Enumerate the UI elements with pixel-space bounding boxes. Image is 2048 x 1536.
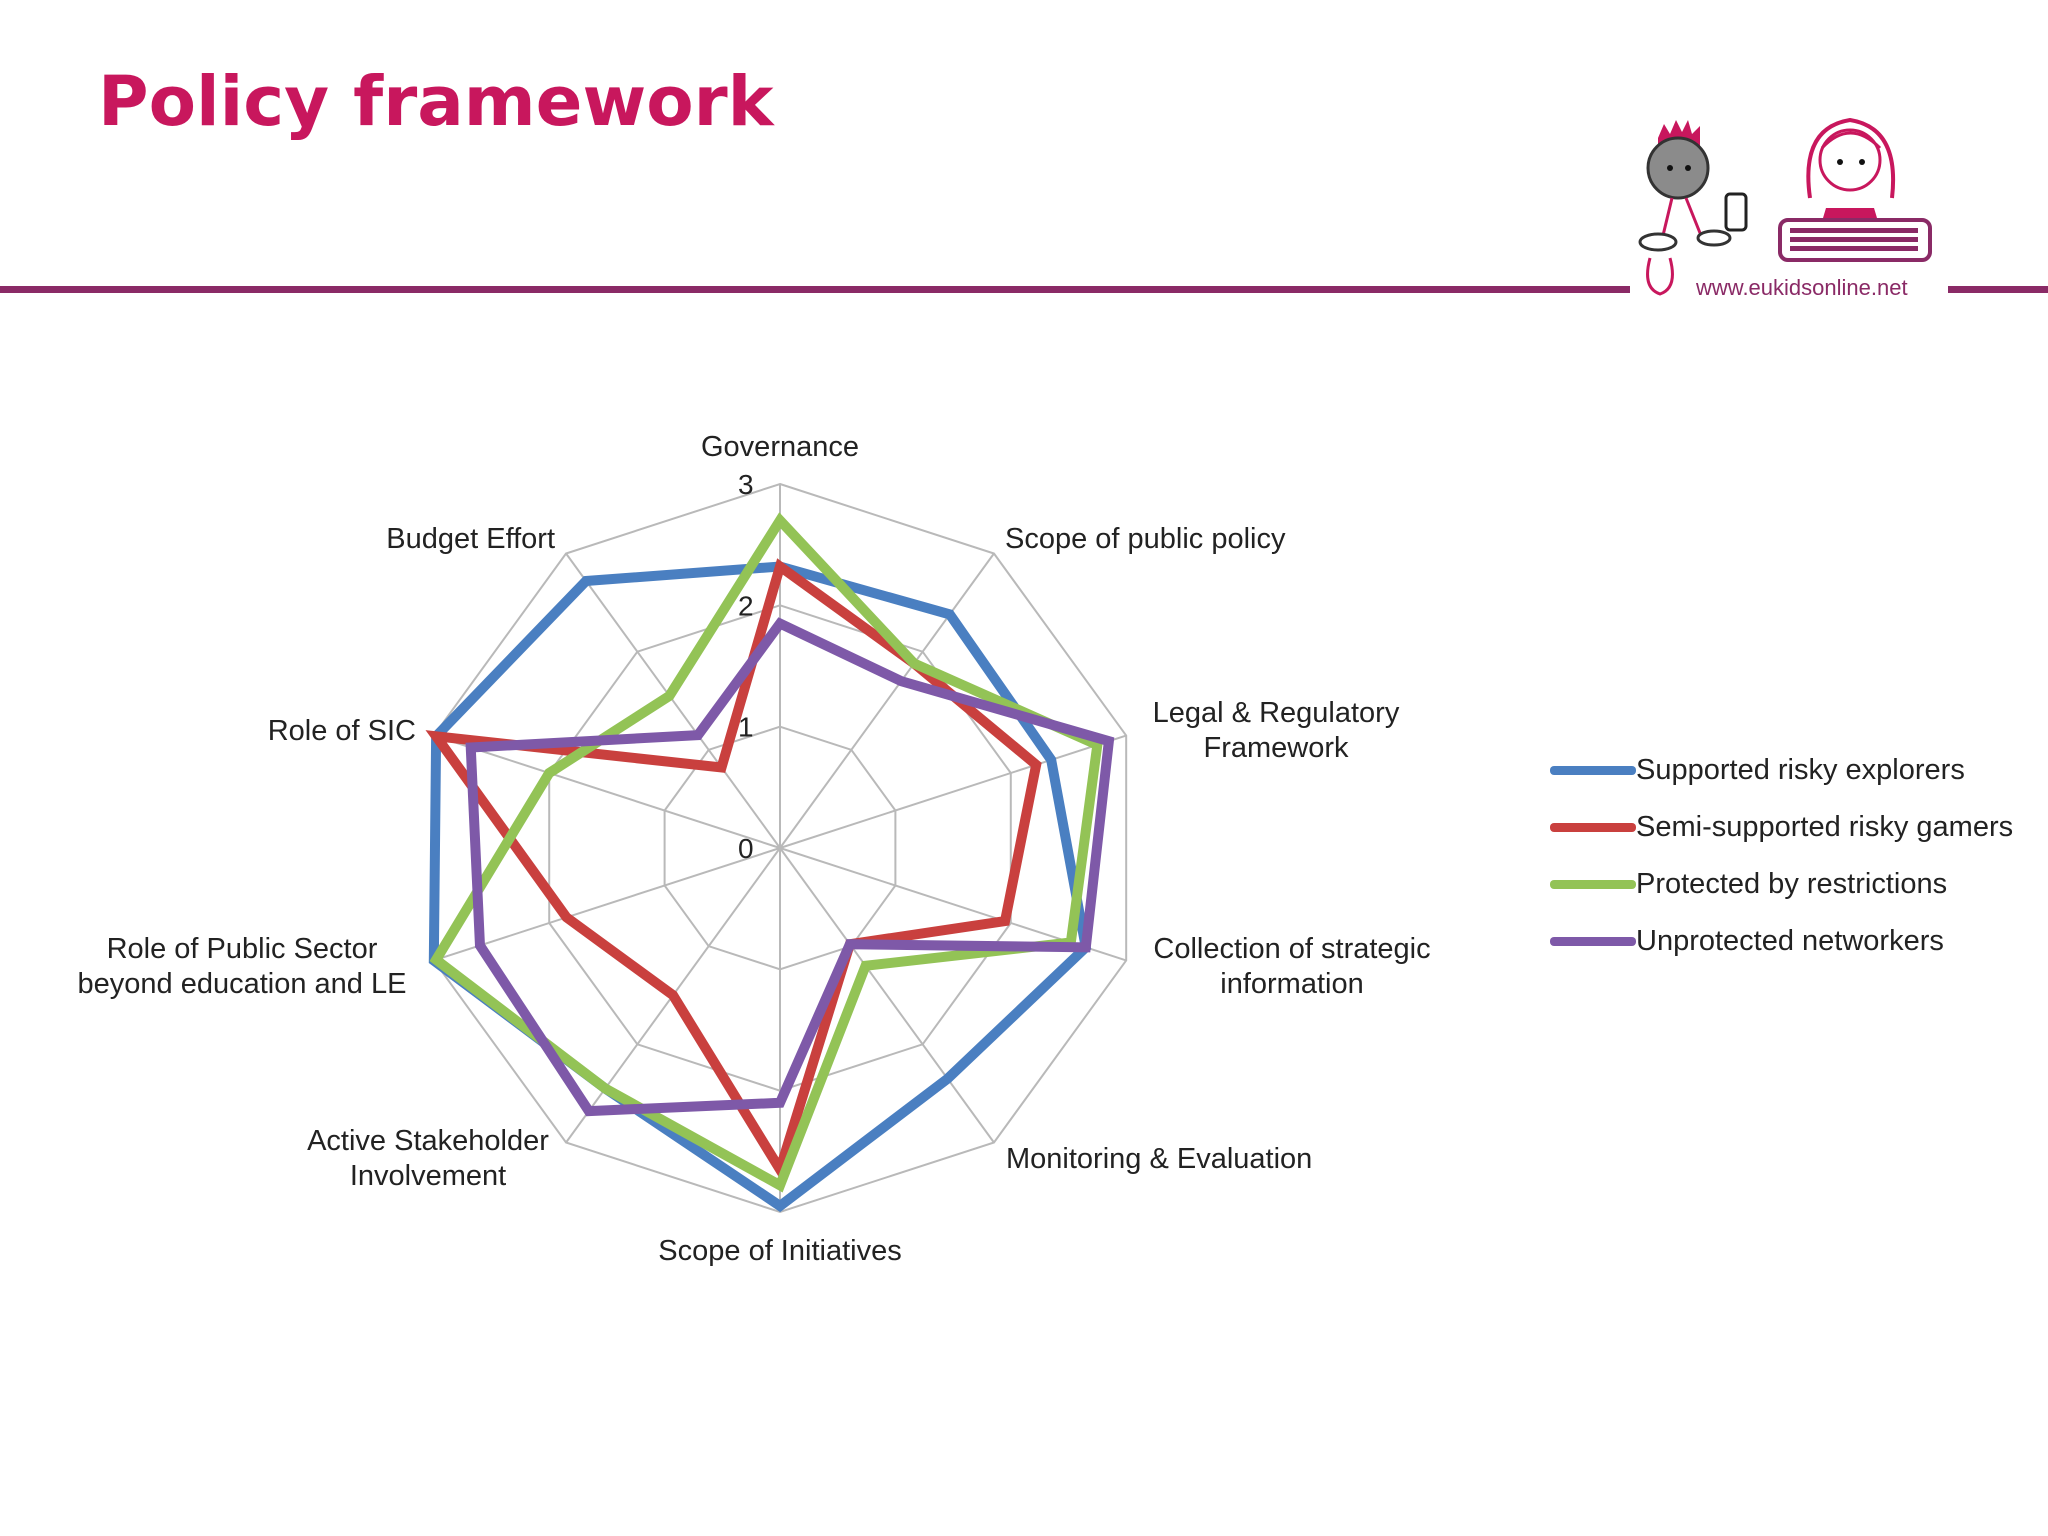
grid-spoke bbox=[779, 552, 995, 849]
legend-swatch bbox=[1550, 823, 1636, 832]
grid-spoke bbox=[433, 847, 781, 962]
legend-label: Supported risky explorers bbox=[1636, 754, 1965, 786]
category-label: beyond education and LE bbox=[78, 968, 407, 1000]
category-label: Governance bbox=[701, 431, 859, 463]
category-label: information bbox=[1220, 968, 1363, 1000]
grid-spoke bbox=[433, 734, 781, 849]
eukidsonline-logo bbox=[1638, 117, 1932, 296]
tick-label: 2 bbox=[738, 590, 754, 621]
tick-label: 3 bbox=[738, 469, 754, 500]
grid-spoke bbox=[565, 552, 781, 849]
tick-label: 1 bbox=[738, 712, 754, 743]
category-label: Framework bbox=[1203, 732, 1349, 764]
grid-spoke bbox=[779, 734, 1127, 849]
tick-label: 0 bbox=[738, 833, 754, 864]
radar-series bbox=[425, 512, 1115, 1213]
category-label: Legal & Regulatory bbox=[1153, 697, 1400, 729]
legend-label: Semi-supported risky gamers bbox=[1636, 811, 2014, 843]
legend-label: Protected by restrictions bbox=[1636, 868, 1948, 900]
category-label: Monitoring & Evaluation bbox=[1006, 1143, 1312, 1175]
category-label: Scope of Initiatives bbox=[658, 1235, 901, 1267]
slide-title: Policy framework bbox=[98, 62, 774, 142]
grid-spoke bbox=[779, 847, 995, 1144]
legend-item: Semi-supported risky gamers bbox=[1550, 799, 2013, 856]
radar-tick-labels: 0 1 2 3 bbox=[738, 469, 754, 864]
series-line-4 bbox=[465, 617, 1115, 1117]
category-label: Involvement bbox=[350, 1160, 506, 1192]
header-divider-right bbox=[1948, 286, 2048, 293]
category-label: Role of SIC bbox=[268, 715, 416, 747]
category-label: Active Stakeholder bbox=[307, 1125, 549, 1157]
category-label: Role of Public Sector bbox=[107, 933, 378, 965]
logo-url: www.eukidsonline.net bbox=[1696, 275, 1908, 300]
legend-swatch bbox=[1550, 766, 1636, 775]
category-label: Collection of strategic bbox=[1153, 933, 1430, 965]
legend-item: Unprotected networkers bbox=[1550, 913, 2013, 970]
legend-label: Unprotected networkers bbox=[1636, 925, 1944, 957]
legend-item: Protected by restrictions bbox=[1550, 856, 2013, 913]
category-label: Budget Effort bbox=[386, 523, 555, 555]
legend-swatch bbox=[1550, 937, 1636, 946]
girl-figure-icon bbox=[1778, 117, 1932, 262]
legend-swatch bbox=[1550, 880, 1636, 889]
boy-figure-icon bbox=[1638, 120, 1748, 296]
header-divider-left bbox=[0, 286, 1630, 293]
series-line-1 bbox=[428, 561, 1092, 1213]
category-label: Scope of public policy bbox=[1005, 523, 1286, 555]
legend-item: Supported risky explorers bbox=[1550, 742, 2013, 799]
